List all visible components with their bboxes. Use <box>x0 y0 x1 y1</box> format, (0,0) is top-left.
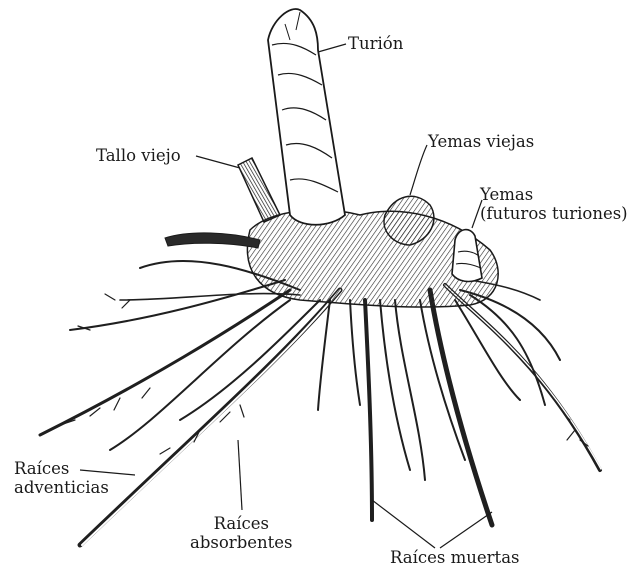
old-buds-label: Yemas viejas <box>428 132 534 151</box>
dead-roots-label: Raíces muertas <box>390 548 520 567</box>
old-stalk <box>238 158 280 222</box>
adventitious-roots-label-line2: adventicias <box>14 478 109 497</box>
old-stalk-label: Tallo viejo <box>96 146 181 165</box>
absorbent-roots-label-line1: Raíces <box>190 514 293 533</box>
adventitious-roots-label: Raíces adventicias <box>14 459 109 497</box>
new-buds-label-line1: Yemas <box>480 185 628 204</box>
absorbent-roots-label-line2: absorbentes <box>190 533 293 552</box>
crown <box>165 210 498 307</box>
turion-label: Turión <box>348 34 403 53</box>
adventitious-roots-label-line1: Raíces <box>14 459 109 478</box>
turion-spear <box>268 9 345 225</box>
new-buds-label-line2: (futuros turiones) <box>480 204 628 223</box>
roots <box>40 261 601 545</box>
new-buds <box>452 230 482 282</box>
absorbent-roots-label: Raíces absorbentes <box>190 514 293 552</box>
new-buds-label: Yemas (futuros turiones) <box>480 185 628 223</box>
